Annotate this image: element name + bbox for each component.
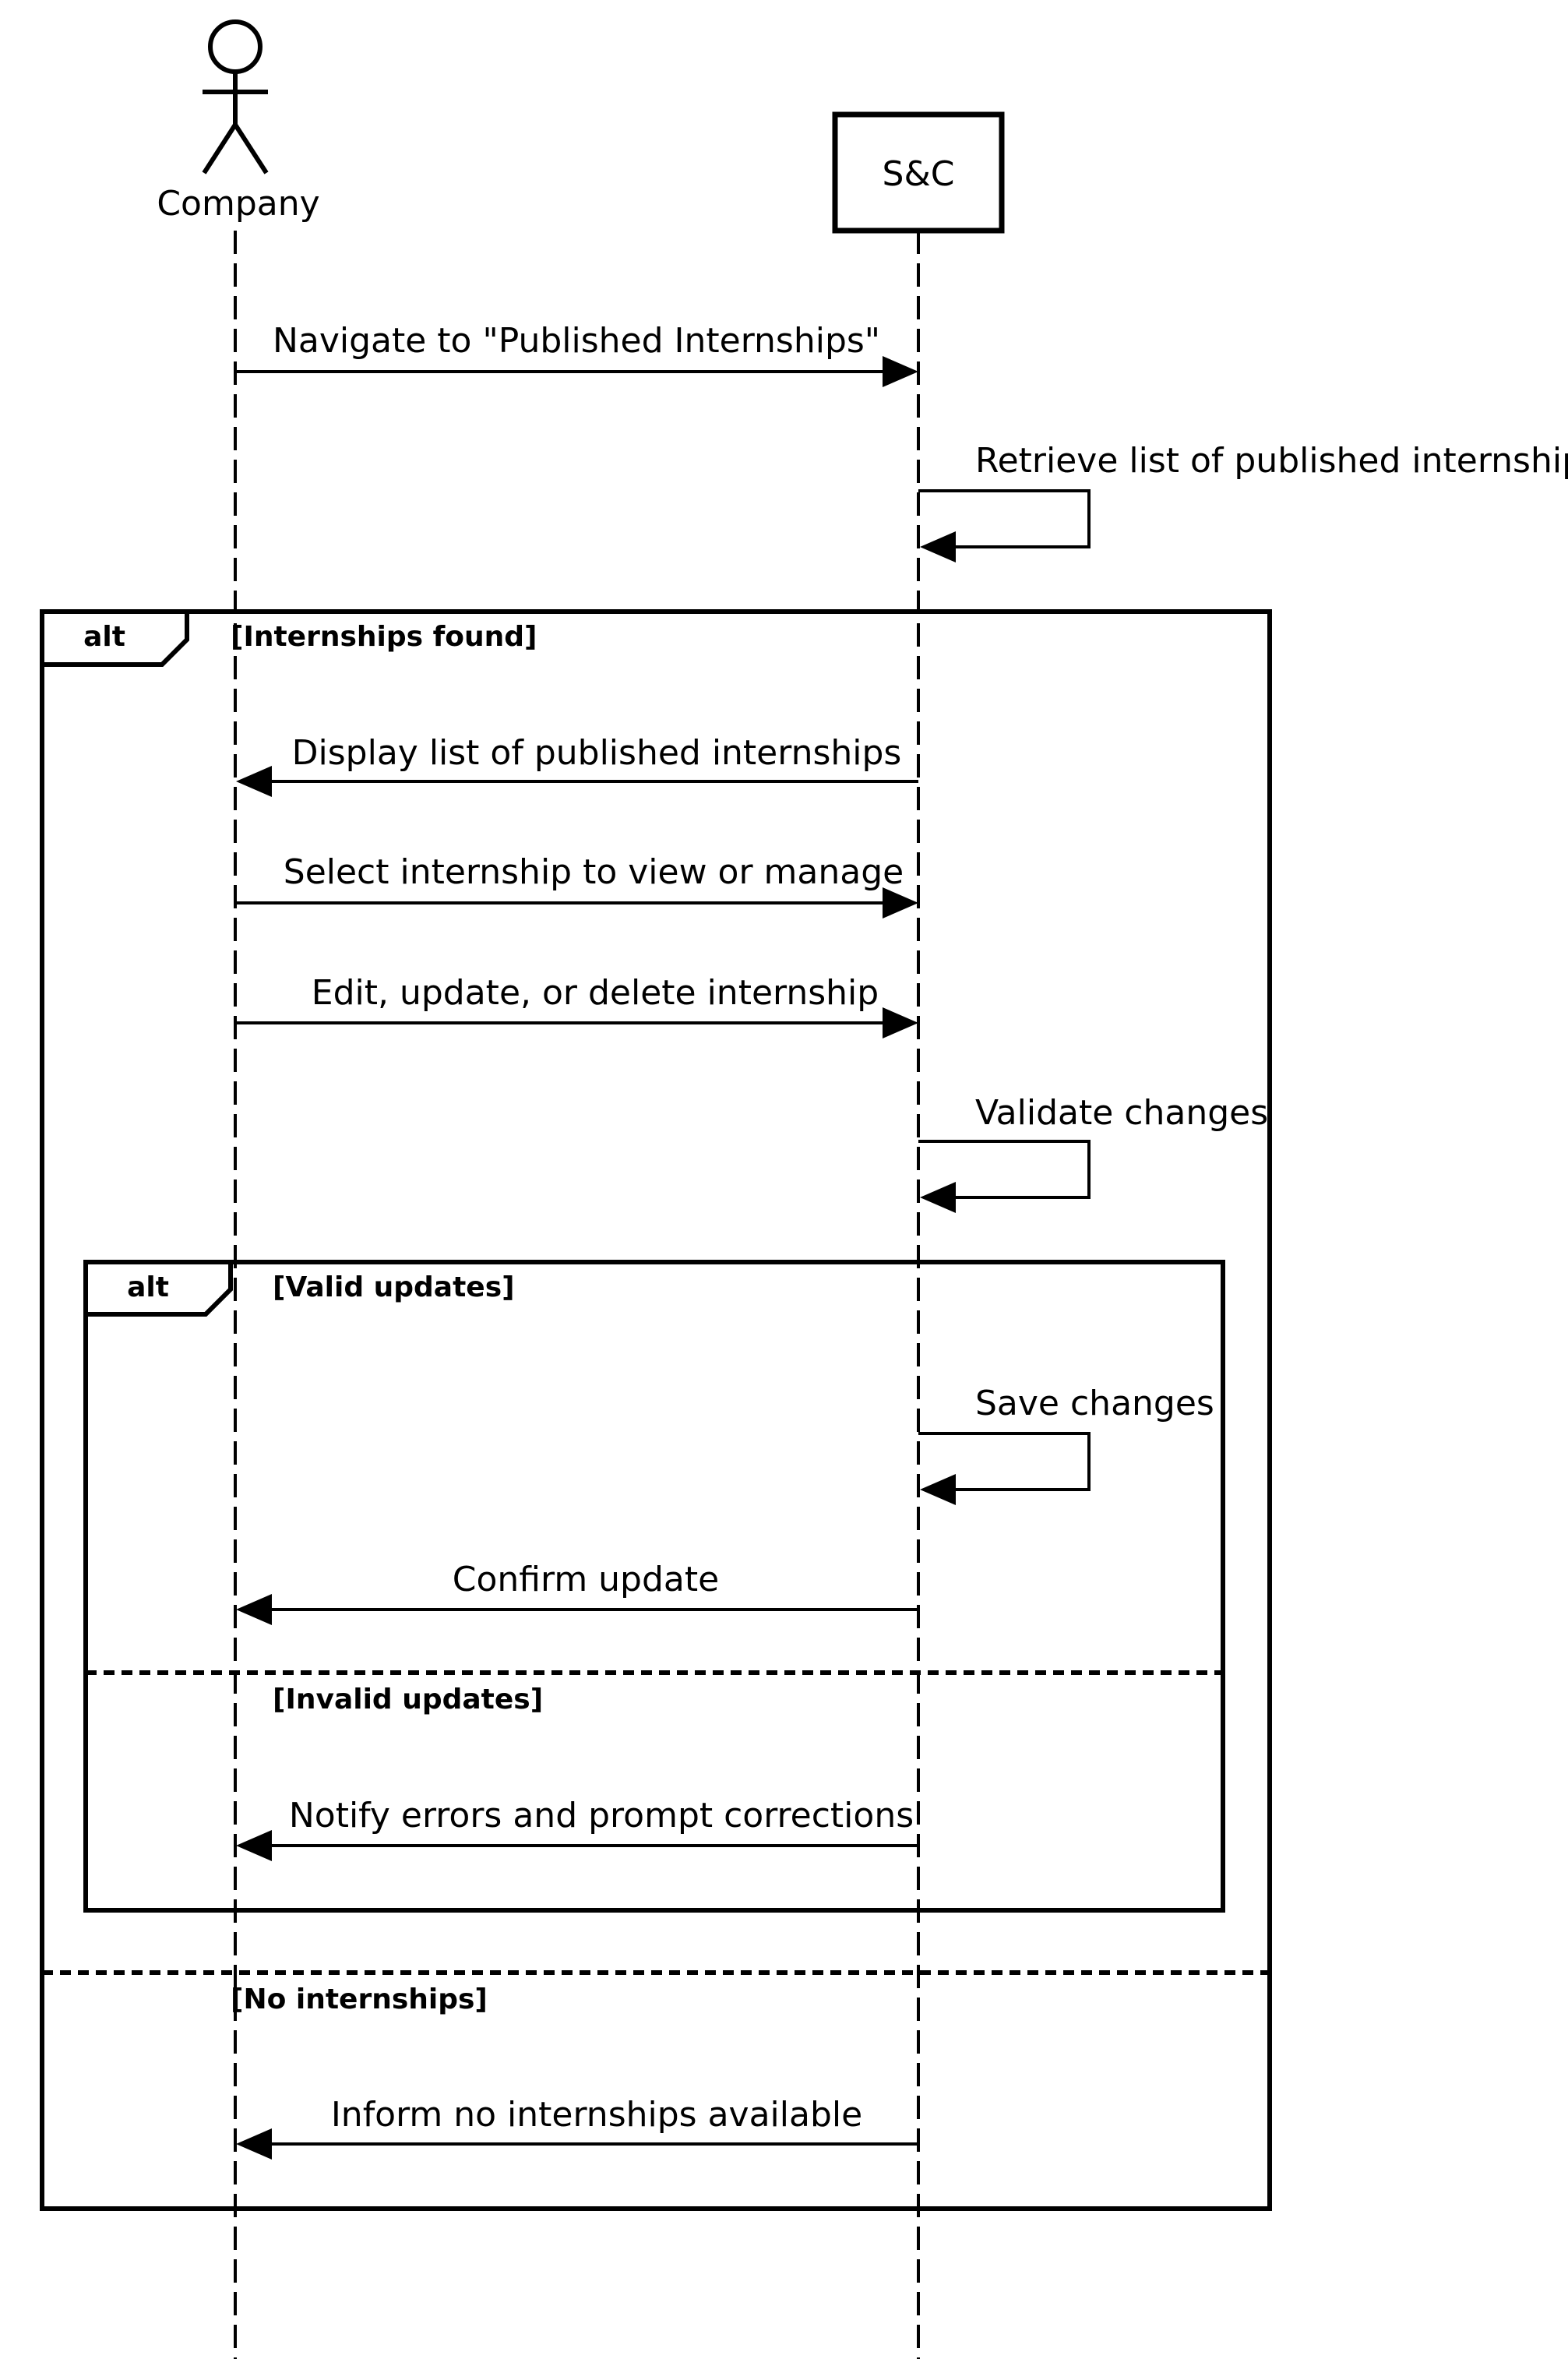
alt-frame-outer-guard-2: [No internships]: [231, 1983, 488, 2015]
arrow-left-icon: [920, 531, 956, 562]
arrow-left-icon: [236, 766, 272, 797]
message-display: Display list of published internships: [236, 733, 918, 797]
message-save: Save changes: [918, 1384, 1214, 1505]
stick-figure-icon: [202, 19, 269, 175]
message-navigate: Navigate to "Published Internships": [235, 321, 918, 387]
arrow-right-icon: [883, 1007, 918, 1038]
alt-frame-inner-guard-1: [Valid updates]: [273, 1271, 515, 1303]
alt-frame-inner-operator: alt: [127, 1271, 169, 1303]
alt-frame-inner-border: [83, 1260, 1225, 1913]
actor-company-label: Company: [157, 184, 319, 224]
alt-frame-inner-tab: [86, 1262, 233, 1317]
message-confirm-label: Confirm update: [453, 1560, 719, 1599]
message-select: Select internship to view or manage: [235, 852, 918, 919]
message-save-label: Save changes: [975, 1384, 1214, 1423]
arrow-left-icon: [236, 1594, 272, 1625]
arrow-left-icon: [920, 1474, 956, 1505]
alt-frame-outer-operator: alt: [83, 621, 125, 653]
message-navigate-label: Navigate to "Published Internships": [273, 321, 880, 361]
alt-frame-inner: alt [Valid updates] [Invalid updates]: [83, 1260, 1225, 1913]
message-select-label: Select internship to view or manage: [284, 852, 904, 892]
alt-frame-outer-border: [40, 609, 1272, 2211]
alt-frame-outer-tab: [42, 612, 189, 667]
arrow-right-icon: [883, 356, 918, 387]
message-inform: Inform no internships available: [236, 2095, 918, 2160]
message-display-label: Display list of published internships: [292, 733, 902, 773]
message-validate-label: Validate changes: [975, 1093, 1268, 1133]
arrow-left-icon: [236, 1830, 272, 1861]
arrow-right-icon: [883, 887, 918, 919]
message-inform-label: Inform no internships available: [331, 2095, 862, 2135]
message-edit: Edit, update, or delete internship: [235, 973, 918, 1038]
alt-frame-inner-guard-2: [Invalid updates]: [273, 1684, 543, 1715]
alt-frame-outer: alt [Internships found] [No internships]: [40, 609, 1272, 2211]
message-validate: Validate changes: [918, 1093, 1268, 1213]
message-confirm: Confirm update: [236, 1560, 918, 1625]
participant-sc-box: [832, 111, 1005, 234]
arrow-left-icon: [920, 1182, 956, 1213]
message-retrieve: Retrieve list of published internship: [918, 441, 1568, 562]
message-notify-label: Notify errors and prompt corrections: [289, 1796, 914, 1835]
actor-company: Company: [157, 19, 320, 224]
participant-sc: S&C: [832, 111, 1005, 234]
message-notify: Notify errors and prompt corrections: [236, 1796, 918, 1861]
alt-frame-outer-guard-1: [Internships found]: [231, 621, 537, 653]
arrow-left-icon: [236, 2128, 272, 2160]
message-retrieve-label: Retrieve list of published internship: [975, 441, 1568, 481]
participant-sc-label: S&C: [883, 154, 955, 194]
message-edit-label: Edit, update, or delete internship: [312, 973, 879, 1013]
